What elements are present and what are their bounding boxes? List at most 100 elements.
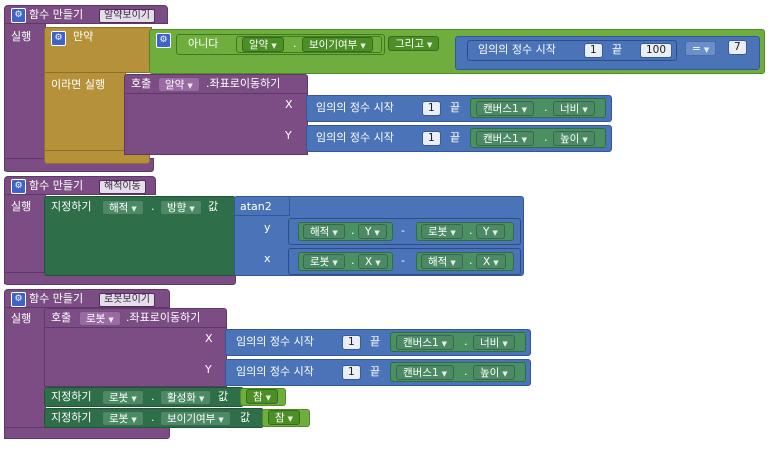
dropdown-arrow-icon: ▼	[450, 229, 456, 237]
number-field-compare[interactable]: 7	[728, 40, 747, 55]
do-label: 실행	[11, 30, 32, 43]
component-dropdown[interactable]: 해적▼	[303, 224, 345, 239]
boolean-dropdown[interactable]: 참▼	[246, 389, 279, 404]
dot-separator: .	[544, 131, 548, 144]
dropdown-arrow-icon: ▼	[108, 316, 114, 324]
gear-icon[interactable]: ⚙	[51, 31, 66, 46]
do-label: 실행	[11, 312, 32, 325]
dot-separator: .	[151, 200, 155, 213]
to-label: 끝	[450, 101, 461, 114]
dropdown-arrow-icon: ▼	[582, 106, 588, 114]
dropdown-arrow-icon: ▼	[374, 229, 380, 237]
call-label: 호출	[131, 77, 152, 90]
procedure-name-field[interactable]: 로봇보이기	[99, 293, 155, 307]
minus-operator: -	[401, 224, 405, 237]
call-block-body	[124, 93, 308, 155]
gear-icon[interactable]: ⚙	[11, 292, 26, 307]
dropdown-arrow-icon: ▼	[502, 340, 508, 348]
component-dropdown[interactable]: 알약▼	[242, 37, 284, 52]
value-label: 값	[218, 390, 229, 403]
not-label: 아니다	[188, 37, 219, 50]
procedure-footer-robot-show	[4, 427, 170, 439]
minus-operator: -	[401, 254, 405, 267]
dropdown-arrow-icon: ▼	[521, 106, 528, 114]
dot-separator: .	[151, 390, 155, 403]
dropdown-arrow-icon: ▼	[287, 415, 294, 423]
property-dropdown[interactable]: 너비▼	[473, 335, 515, 350]
dot-separator: .	[351, 224, 355, 237]
property-dropdown[interactable]: 보이기여부▼	[160, 411, 231, 426]
component-dropdown[interactable]: 로봇▼	[303, 254, 345, 269]
dropdown-arrow-icon: ▼	[703, 46, 710, 54]
dropdown-arrow-icon: ▼	[360, 42, 366, 50]
component-dropdown[interactable]: 캔버스1▼	[476, 101, 535, 116]
then-label: 이라면 실행	[51, 78, 106, 91]
property-dropdown[interactable]: 방향▼	[160, 200, 202, 215]
atan2-top-bar	[234, 196, 290, 216]
component-dropdown[interactable]: 해적▼	[421, 254, 463, 269]
property-dropdown[interactable]: Y▼	[358, 224, 387, 239]
component-dropdown[interactable]: 캔버스1▼	[396, 365, 455, 380]
component-dropdown[interactable]: 캔버스1▼	[476, 131, 535, 146]
component-dropdown[interactable]: 해적▼	[102, 200, 144, 215]
dropdown-arrow-icon: ▼	[426, 41, 433, 49]
procedure-name-field[interactable]: 해적이동	[99, 180, 146, 194]
set-label: 지정하기	[51, 411, 92, 424]
if-block-footer	[44, 150, 150, 164]
property-dropdown[interactable]: 높이▼	[473, 365, 515, 380]
number-field-from[interactable]: 1	[342, 335, 361, 350]
number-field-to[interactable]: 100	[640, 43, 673, 58]
dot-separator: .	[469, 224, 473, 237]
procedure-header-label: 함수 만들기	[29, 292, 84, 305]
dropdown-arrow-icon: ▼	[493, 259, 499, 267]
set-label: 지정하기	[51, 200, 92, 213]
call-block-body	[44, 327, 227, 387]
component-dropdown[interactable]: 로봇▼	[79, 311, 121, 326]
component-dropdown[interactable]: 캔버스1▼	[396, 335, 455, 350]
dropdown-arrow-icon: ▼	[131, 205, 137, 213]
number-field-from[interactable]: 1	[422, 131, 441, 146]
compare-operator-dropdown[interactable]: =▼	[685, 41, 717, 56]
property-dropdown[interactable]: 높이▼	[553, 131, 595, 146]
dropdown-arrow-icon: ▼	[332, 229, 338, 237]
number-field-from[interactable]: 1	[422, 101, 441, 116]
to-label: 끝	[370, 335, 381, 348]
number-field-from[interactable]: 1	[342, 365, 361, 380]
number-field-from[interactable]: 1	[584, 43, 603, 58]
method-label: .좌표로이동하기	[126, 311, 201, 324]
dropdown-arrow-icon: ▼	[218, 416, 224, 424]
to-label: 끝	[612, 43, 623, 56]
dot-separator: .	[469, 254, 473, 267]
y-arg-label: y	[264, 221, 271, 234]
to-label: 끝	[370, 365, 381, 378]
property-dropdown[interactable]: 보이기여부▼	[302, 37, 373, 52]
component-dropdown[interactable]: 로봇▼	[102, 390, 144, 405]
random-integer-block[interactable]	[467, 40, 677, 61]
property-dropdown[interactable]: 활성화▼	[160, 390, 212, 405]
method-label: .좌표로이동하기	[206, 77, 281, 90]
dropdown-arrow-icon: ▼	[332, 259, 338, 267]
dot-separator: .	[293, 37, 297, 50]
dropdown-arrow-icon: ▼	[492, 229, 498, 237]
dropdown-arrow-icon: ▼	[521, 136, 528, 144]
property-dropdown[interactable]: 너비▼	[553, 101, 595, 116]
property-dropdown[interactable]: Y▼	[476, 224, 505, 239]
dropdown-arrow-icon: ▼	[189, 205, 195, 213]
x-arg-label: X	[285, 98, 293, 111]
gear-icon[interactable]: ⚙	[156, 33, 171, 48]
random-integer-label: 임의의 정수 시작	[478, 43, 556, 56]
boolean-dropdown[interactable]: 참▼	[268, 410, 301, 425]
gear-icon[interactable]: ⚙	[11, 179, 26, 194]
dot-separator: .	[544, 101, 548, 114]
procedure-name-field[interactable]: 알약보이기	[99, 9, 155, 23]
property-dropdown[interactable]: X▼	[358, 254, 388, 269]
property-dropdown[interactable]: X▼	[476, 254, 506, 269]
procedure-header-label: 함수 만들기	[29, 179, 84, 192]
random-integer-label: 임의의 정수 시작	[236, 365, 314, 378]
component-dropdown[interactable]: 로봇▼	[421, 224, 463, 239]
value-label: 값	[240, 411, 251, 424]
and-operator-dropdown[interactable]: 그리고▼	[388, 36, 440, 51]
component-dropdown[interactable]: 로봇▼	[102, 411, 144, 426]
component-dropdown[interactable]: 알약▼	[158, 77, 200, 92]
gear-icon[interactable]: ⚙	[11, 8, 26, 23]
